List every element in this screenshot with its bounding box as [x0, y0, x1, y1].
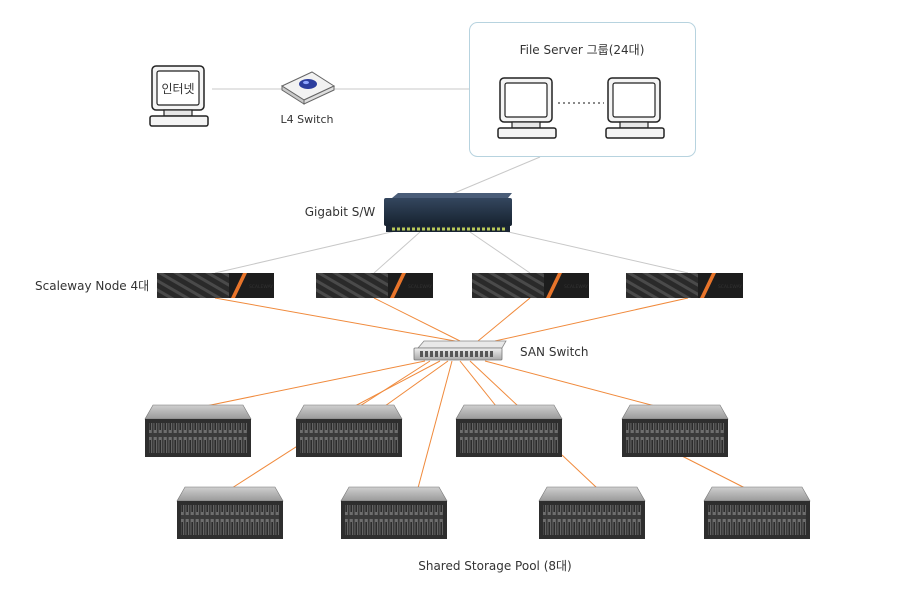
link-gigabit-node4	[499, 229, 689, 274]
file-server-group-title: File Server 그룹(24대)	[520, 43, 645, 57]
storage-array-6	[340, 486, 448, 539]
storage-array-4	[621, 404, 729, 457]
node-badge: SCALEWAY	[249, 284, 273, 290]
link-gigabit-node1	[214, 229, 401, 274]
san-link-storage6	[417, 360, 453, 489]
san-link-node2	[373, 297, 461, 342]
node-badge: SCALEWAY	[718, 284, 742, 290]
san-link-storage4	[484, 360, 656, 407]
file-server-monitor-2	[605, 77, 665, 139]
scaleway-node-1: SCALEWAY	[157, 273, 274, 298]
san-link-storage2a	[354, 360, 441, 407]
gigabit-switch-label: Gigabit S/W	[305, 205, 376, 219]
link-gigabit-node3	[469, 231, 531, 274]
san-link-storage7	[561, 454, 598, 489]
storage-pool-label: Shared Storage Pool (8대)	[418, 559, 572, 573]
san-link-storage3b	[469, 360, 519, 407]
l4-switch: L4 Switch	[281, 71, 336, 126]
san-link-storage1	[205, 360, 426, 407]
san-switch: SAN Switch	[413, 340, 589, 361]
gigabit-switch: Gigabit S/W	[305, 193, 512, 232]
network-links	[212, 88, 689, 274]
storage-array-1	[144, 404, 252, 457]
storage-array-7	[538, 486, 646, 539]
storage-array-3	[455, 404, 563, 457]
san-link-node3	[477, 297, 531, 342]
san-link-storage8	[679, 454, 746, 489]
storage-array-5	[176, 486, 284, 539]
san-link-node4	[494, 297, 689, 342]
file-server-group: File Server 그룹(24대)	[469, 22, 696, 157]
scaleway-node-3: SCALEWAY	[472, 273, 589, 298]
san-switch-label: SAN Switch	[520, 345, 589, 359]
san-link-storage2b	[384, 360, 449, 407]
storage-array-8	[703, 486, 811, 539]
file-server-monitor-1	[497, 77, 557, 139]
san-link-node1	[214, 297, 456, 342]
node-badge: SCALEWAY	[564, 284, 588, 290]
internet-label: 인터넷	[161, 82, 194, 96]
san-link-storage3a	[459, 360, 497, 407]
scaleway-node-2: SCALEWAY	[316, 273, 433, 298]
link-gigabit-node2	[373, 231, 421, 274]
link-fileservers-gigabit	[451, 156, 541, 195]
l4-switch-label: L4 Switch	[281, 113, 334, 126]
scaleway-node-4: SCALEWAY	[626, 273, 743, 298]
storage-array-2	[295, 404, 403, 457]
node-badge: SCALEWAY	[408, 284, 432, 290]
internet-terminal: 인터넷	[149, 65, 209, 127]
san-links	[205, 297, 746, 489]
scaleway-nodes-label: Scaleway Node 4대	[35, 279, 149, 293]
